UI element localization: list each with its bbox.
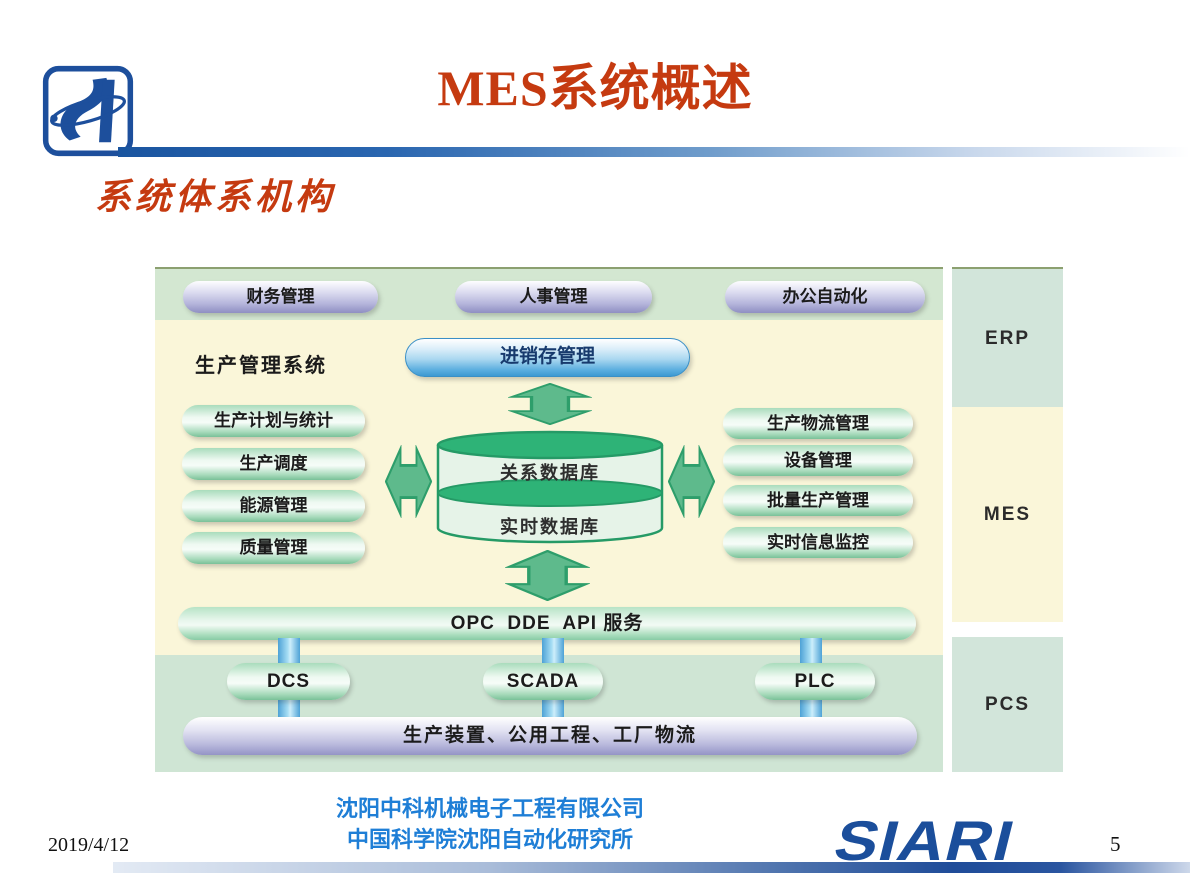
production-planning-pill: 生产计划与统计	[182, 405, 365, 437]
opc-dde-api-service-bar: OPC DDE API 服务	[178, 607, 916, 640]
header-divider	[118, 147, 1190, 157]
production-scheduling-pill: 生产调度	[182, 448, 365, 480]
batch-production-pill: 批量生产管理	[723, 485, 913, 516]
double-arrow-horizontal-left-icon	[385, 445, 432, 518]
inventory-mgmt-pill: 进销存管理	[405, 338, 690, 377]
footer-company-line1: 沈阳中科机械电子工程有限公司	[335, 796, 644, 821]
company-logo-icon	[42, 65, 134, 157]
finance-mgmt-pill: 财务管理	[183, 281, 378, 313]
page-number: 5	[1110, 832, 1121, 856]
quality-mgmt-pill: 质量管理	[182, 532, 365, 564]
equipment-mgmt-pill: 设备管理	[723, 445, 913, 476]
double-arrow-vertical-bottom-icon	[505, 550, 590, 601]
architecture-diagram: 财务管理 人事管理 办公自动化 生产管理系统 进销存管理 生产计划与统计 生产调…	[155, 267, 943, 772]
footer-company-line2: 中国科学院沈阳自动化研究所	[346, 827, 633, 852]
erp-label: ERP	[952, 267, 1063, 409]
office-automation-pill: 办公自动化	[725, 281, 925, 313]
pcs-label: PCS	[952, 637, 1063, 772]
footer-company-text: 沈阳中科机械电子工程有限公司 中国科学院沈阳自动化研究所	[250, 793, 730, 855]
layer-label-column: ERP MES PCS	[952, 267, 1063, 772]
hr-mgmt-pill: 人事管理	[455, 281, 652, 313]
production-logistics-pill: 生产物流管理	[723, 408, 913, 439]
section-subtitle: 系统体系机构	[95, 177, 336, 217]
mes-label: MES	[952, 407, 1063, 622]
production-mgmt-system-label: 生产管理系统	[195, 355, 327, 377]
slide-date: 2019/4/12	[48, 834, 130, 856]
realtime-db-label: 实时数据库	[500, 517, 600, 537]
plant-equipment-bar: 生产装置、公用工程、工厂物流	[183, 717, 917, 755]
scada-pill: SCADA	[483, 663, 603, 700]
double-arrow-horizontal-right-icon	[668, 445, 715, 518]
energy-mgmt-pill: 能源管理	[182, 490, 365, 522]
relational-db-label: 关系数据库	[500, 463, 600, 483]
plc-pill: PLC	[755, 663, 875, 700]
footer-divider	[113, 862, 1190, 873]
database-cylinder-icon	[436, 430, 664, 544]
dcs-pill: DCS	[227, 663, 350, 700]
double-arrow-vertical-top-icon	[508, 383, 592, 425]
page-title: MES系统概述	[437, 60, 753, 116]
realtime-monitoring-pill: 实时信息监控	[723, 527, 913, 558]
